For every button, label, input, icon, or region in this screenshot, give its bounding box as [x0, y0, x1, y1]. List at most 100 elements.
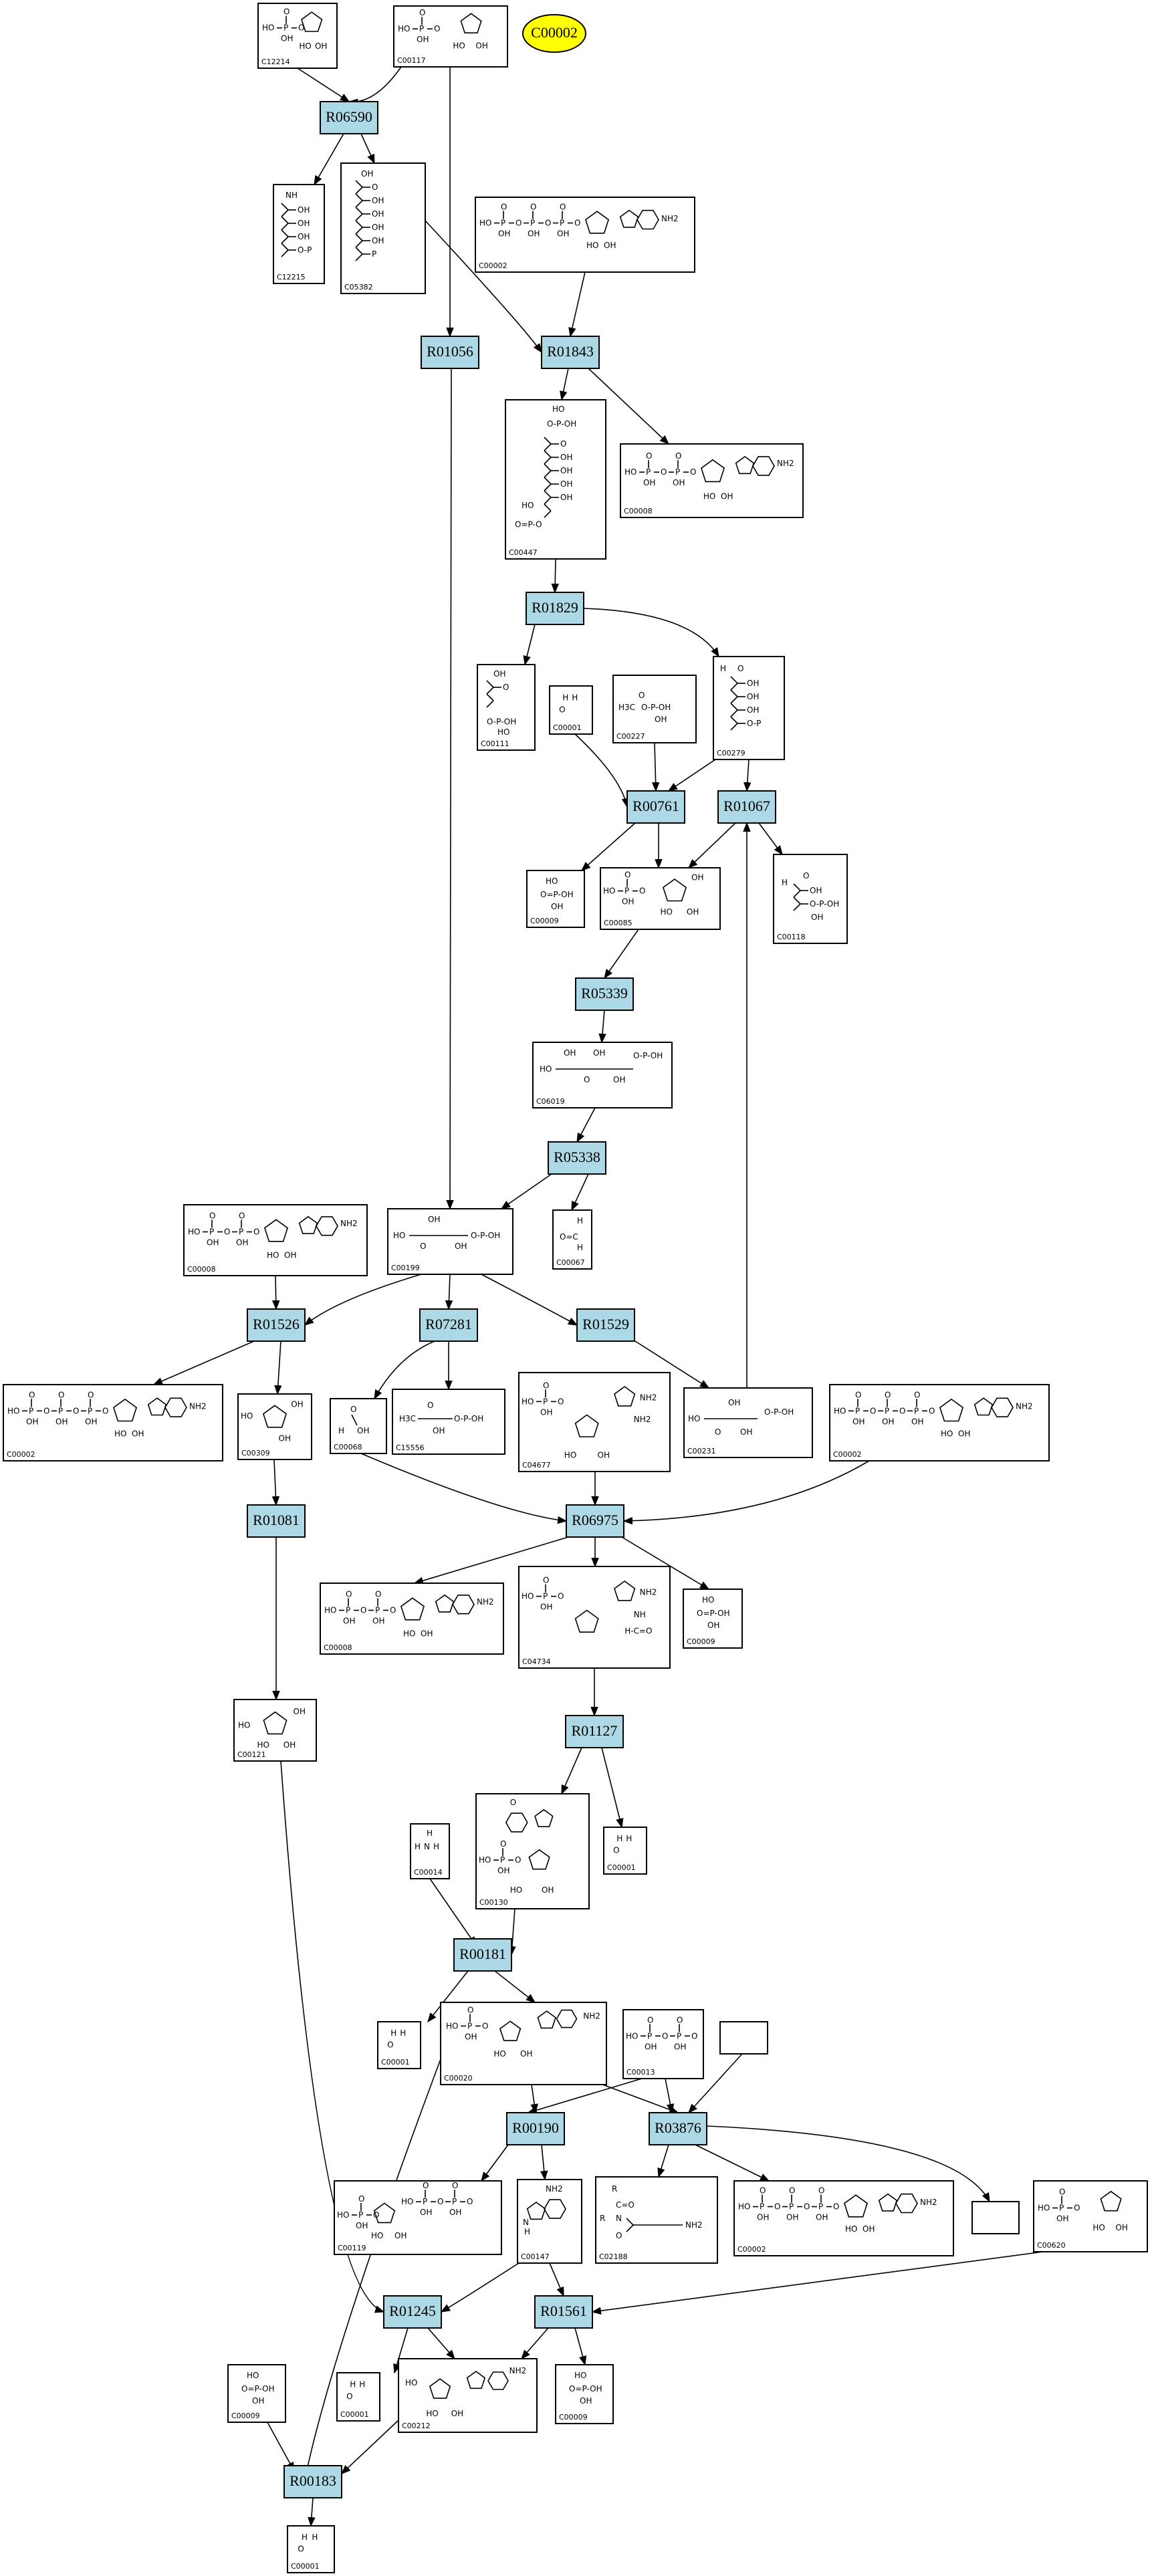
compound-node[interactable] [971, 2201, 1020, 2234]
reaction-box[interactable] [575, 977, 634, 1011]
compound-box[interactable] [475, 197, 695, 273]
compound-box[interactable] [829, 1384, 1050, 1461]
reaction-box[interactable] [421, 336, 479, 369]
compound-box[interactable] [336, 2372, 380, 2422]
compound-box[interactable] [733, 2180, 954, 2256]
reaction-node-r01245[interactable]: R01245 [383, 2295, 442, 2329]
compound-box[interactable] [549, 685, 593, 735]
reaction-box[interactable] [383, 2295, 442, 2329]
reaction-node-r01561[interactable]: R01561 [534, 2295, 593, 2329]
compound-box[interactable] [287, 2525, 335, 2573]
compound-box[interactable] [227, 2364, 286, 2423]
compound-box[interactable] [3, 1384, 223, 1461]
reaction-box[interactable] [717, 790, 776, 824]
reaction-node-r01829[interactable]: R01829 [526, 592, 584, 625]
reaction-node-r01081[interactable]: R01081 [247, 1504, 306, 1538]
compound-box[interactable] [477, 664, 536, 751]
reaction-box[interactable] [247, 1308, 306, 1342]
reaction-box[interactable] [534, 2295, 593, 2329]
compound-box[interactable] [392, 1389, 505, 1455]
reaction-node-r01067[interactable]: R01067 [717, 790, 776, 824]
compound-box[interactable] [526, 870, 585, 928]
compound-box[interactable] [552, 1209, 592, 1270]
compound-box[interactable] [387, 1208, 513, 1275]
reaction-node-r00181[interactable]: R00181 [453, 1938, 512, 1972]
compound-box[interactable] [517, 2179, 582, 2264]
reaction-box[interactable] [548, 1141, 606, 1175]
compound-box[interactable] [340, 162, 426, 294]
compound-node[interactable] [719, 2021, 768, 2055]
compound-box[interactable] [257, 3, 338, 69]
reaction-node-r03876[interactable]: R03876 [649, 2112, 707, 2145]
reaction-box[interactable] [283, 2465, 342, 2498]
reaction-node-r05339[interactable]: R05339 [575, 977, 634, 1011]
compound-box[interactable] [603, 1827, 647, 1875]
reaction-node-r00183[interactable]: R00183 [283, 2465, 342, 2498]
compound-box[interactable] [683, 1589, 743, 1649]
reaction-node-r01529[interactable]: R01529 [576, 1308, 635, 1342]
compound-box[interactable] [330, 1398, 387, 1454]
reaction-node-r07281[interactable]: R07281 [419, 1308, 478, 1342]
compound-box[interactable] [398, 2358, 538, 2433]
compound-box[interactable] [233, 1699, 317, 1762]
compound-box[interactable] [518, 1566, 671, 1669]
compound-box[interactable] [183, 1204, 368, 1276]
compound-box[interactable] [1033, 2180, 1148, 2252]
reaction-box[interactable] [566, 1504, 624, 1538]
reaction-node-r01843[interactable]: R01843 [541, 336, 600, 369]
compound-box[interactable] [683, 1387, 813, 1458]
compound-box[interactable] [518, 1372, 671, 1472]
compound-box[interactable] [713, 656, 785, 760]
reaction-box[interactable] [506, 2112, 565, 2145]
compound-box[interactable] [600, 867, 721, 930]
compound-box[interactable] [377, 2021, 421, 2069]
reaction-node-r05338[interactable]: R05338 [548, 1141, 606, 1175]
compound-box[interactable] [505, 399, 606, 560]
reaction-box[interactable] [320, 101, 378, 134]
reaction-box[interactable] [419, 1308, 478, 1342]
reaction-node-r01056[interactable]: R01056 [421, 336, 479, 369]
compound-box[interactable] [620, 443, 804, 518]
reaction-box[interactable] [541, 336, 600, 369]
reaction-box[interactable] [576, 1308, 635, 1342]
compound-box[interactable] [320, 1583, 504, 1655]
reaction-node-r06975[interactable]: R06975 [566, 1504, 624, 1538]
reaction-box[interactable] [649, 2112, 707, 2145]
reaction-box[interactable] [453, 1938, 512, 1972]
compound-box[interactable] [410, 1823, 450, 1879]
compound-box[interactable] [773, 854, 848, 944]
